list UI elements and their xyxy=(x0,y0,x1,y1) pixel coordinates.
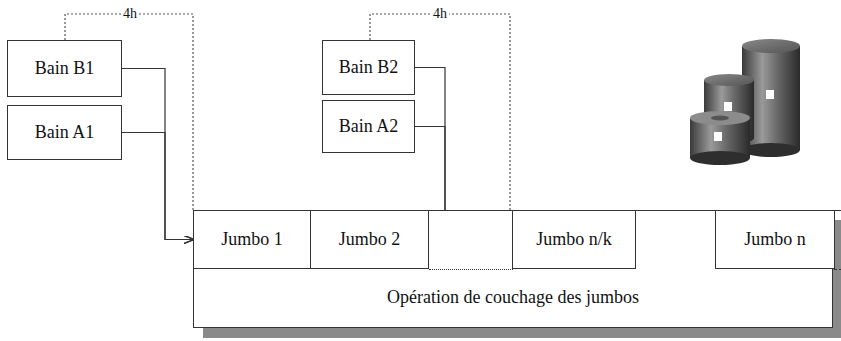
bath-box: Bain B1 xyxy=(7,40,122,97)
flow-arrow xyxy=(122,69,193,240)
box-label: Jumbo n xyxy=(744,229,806,251)
box-label: Jumbo 2 xyxy=(339,229,401,251)
box-label: Jumbo n/k xyxy=(536,229,612,251)
band-caption-area: Opération de couchage des jumbos xyxy=(194,269,832,327)
box-label: Bain B1 xyxy=(35,58,95,80)
jumbo-cell: Jumbo 1 xyxy=(193,210,311,269)
bath-box: Bain A2 xyxy=(322,100,415,153)
empty-jumbo-cell xyxy=(429,210,513,270)
bath-box: Bain B2 xyxy=(322,40,415,95)
coating-band: Opération de couchage des jumbos Jumbo 1 J… xyxy=(193,210,833,328)
box-label: Jumbo 1 xyxy=(221,229,283,251)
bath-box: Bain A1 xyxy=(7,105,122,160)
jumbo-cell: Jumbo n xyxy=(715,210,835,269)
box-label: Bain A1 xyxy=(35,122,95,144)
jumbo-cell: Jumbo n/k xyxy=(512,210,636,269)
flow-arrow xyxy=(122,133,193,240)
box-label: Bain B2 xyxy=(339,57,399,79)
duration-label: 4h xyxy=(121,6,139,21)
jumbo-cell: Jumbo 2 xyxy=(310,210,429,269)
empty-jumbo-cell xyxy=(834,210,841,270)
box-label: Bain A2 xyxy=(339,116,399,138)
duration-label: 4h xyxy=(431,6,449,21)
band-label: Opération de couchage des jumbos xyxy=(387,287,639,309)
paper-rolls xyxy=(690,39,800,165)
